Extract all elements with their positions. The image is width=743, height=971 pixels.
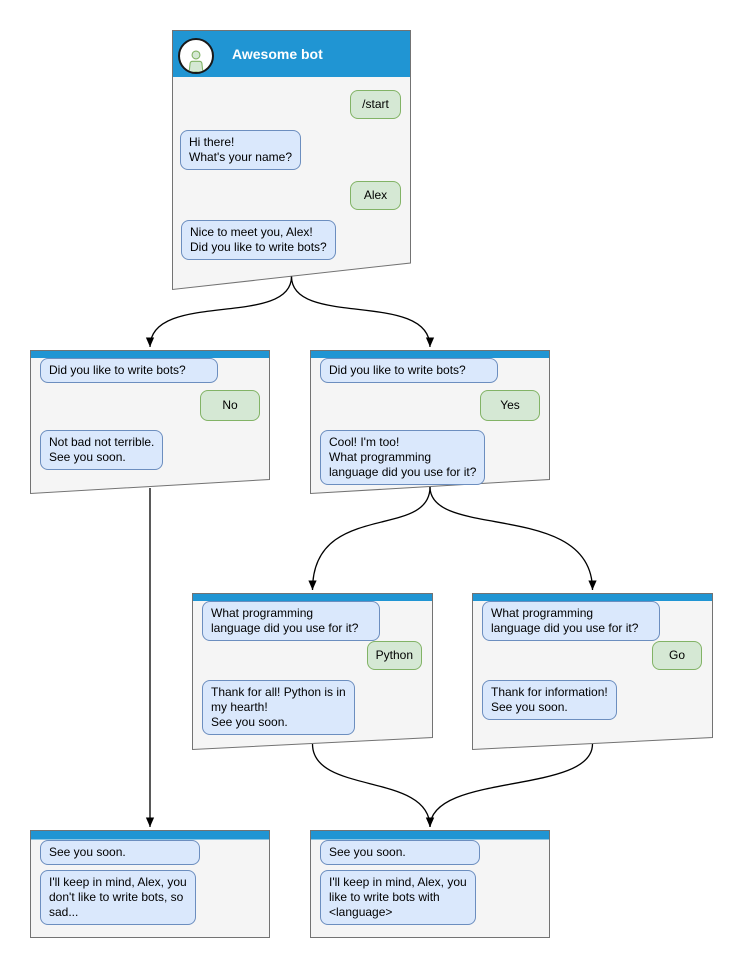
window-branch-python-titlebar [192,593,433,601]
bubble-a-yes: Yes [480,390,540,421]
bubble-nice: Nice to meet you, Alex! Did you like to … [181,220,336,260]
bubble-alex: Alex [350,181,401,210]
bubble-r-no: Not bad not terrible. See you soon. [40,430,164,470]
window-branch-no-titlebar [30,350,270,358]
bubble-a-go: Go [652,641,702,670]
bot-avatar [178,38,214,74]
connector-go-to-end-language [425,743,594,828]
bubble-r-end-no: I'll keep in mind, Alex, you don't like … [40,870,196,925]
bubble-q-yes: Did you like to write bots? [320,358,498,383]
connector-python-to-end-language [311,743,435,828]
window-branch-yes-titlebar [310,350,550,358]
bubble-a-no: No [200,390,260,421]
bubble-r-end-lang: I'll keep in mind, Alex, you like to wri… [320,870,476,925]
bubble-q-python: What programming language did you use fo… [202,601,380,641]
connector-main-to-branch-yes [290,276,435,348]
bubble-q-end-lang: See you soon. [320,840,480,865]
bubble-q-no: Did you like to write bots? [40,358,218,383]
bubble-r-yes: Cool! I'm too! What programming language… [320,430,486,485]
bubble-hi: Hi there! What's your name? [180,130,302,170]
window-branch-go-titlebar [472,593,713,601]
bubble-start: /start [350,90,401,119]
window-end-no-titlebar [30,830,270,840]
bubble-a-python: Python [366,641,422,670]
bubble-r-go: Thank for information! See you soon. [482,680,617,720]
bot-title: Awesome bot [232,45,323,62]
bubble-q-go: What programming language did you use fo… [482,601,660,641]
bubble-r-python: Thank for all! Python is in my hearth! S… [202,680,355,735]
window-end-language-titlebar [310,830,550,840]
connector-yes-to-go [429,486,597,591]
bubble-q-end-no: See you soon. [40,840,200,865]
connector-main-to-branch-no [145,276,293,348]
person-icon [188,50,204,72]
connector-yes-to-python [308,486,431,591]
